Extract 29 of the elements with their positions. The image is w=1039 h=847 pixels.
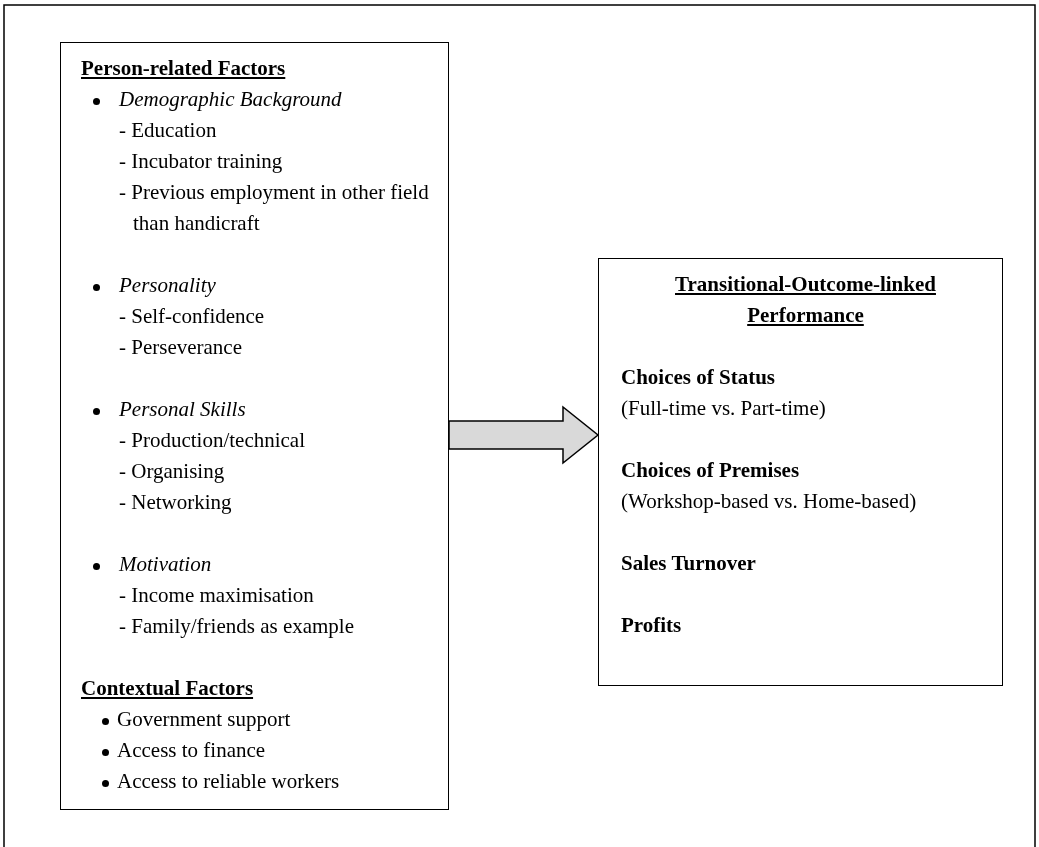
outcome-heading: Profits <box>621 612 683 639</box>
factor-item: - Perseverance <box>119 334 243 361</box>
factor-item: Access to reliable workers <box>117 769 340 793</box>
factor-item: Government support <box>117 707 291 731</box>
factor-item: - Income maximisation <box>119 582 315 609</box>
outcome-detail: (Workshop-based vs. Home-based) <box>621 488 918 515</box>
factor-item: Access to finance <box>117 738 266 762</box>
section-heading: Person-related Factors <box>81 56 286 80</box>
factor-category: Personal Skills <box>119 397 246 421</box>
factor-item: - Self-confidence <box>119 303 266 330</box>
factor-item: - Networking <box>119 489 233 516</box>
block-arrow <box>448 405 600 465</box>
outcome-detail: (Full-time vs. Part-time) <box>621 395 827 422</box>
outcome-heading: Choices of Status <box>621 364 776 391</box>
factor-item: - Incubator training <box>119 148 284 175</box>
factor-category: Motivation <box>119 552 212 576</box>
outcome-heading: Sales Turnover <box>621 550 757 577</box>
factor-category: Demographic Background <box>119 87 342 111</box>
factor-item: - Previous employment in other field than handicraft <box>119 179 430 237</box>
factor-box <box>60 42 449 810</box>
factor-category: Personality <box>119 273 216 297</box>
factor-item: - Production/technical <box>119 427 307 454</box>
factor-item: - Education <box>119 117 218 144</box>
factor-item: - Organising <box>119 458 226 485</box>
section-heading: Contextual Factors <box>81 676 254 700</box>
factor-box <box>598 258 1003 686</box>
factor-item: - Family/friends as example <box>119 613 356 640</box>
outcome-heading: Choices of Premises <box>621 457 801 484</box>
section-heading: Transitional-Outcome-linked Performance <box>675 272 936 327</box>
